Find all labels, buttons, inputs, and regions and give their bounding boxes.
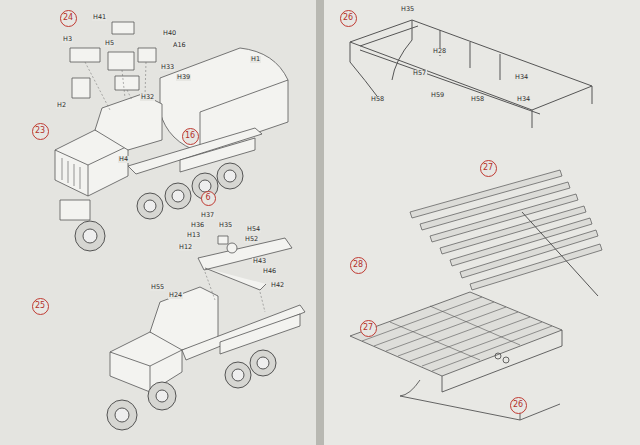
part-number: H58	[470, 96, 485, 103]
part-number: A16	[172, 42, 187, 49]
step-number-circle: 27	[480, 160, 497, 177]
step-number: 25	[35, 302, 45, 310]
part-number: H33	[160, 64, 175, 71]
part-number: H13	[186, 232, 201, 239]
part-number: H34	[514, 74, 529, 81]
step-number-circle: 16	[182, 128, 199, 145]
part-number: H58	[370, 96, 385, 103]
part-number: H55	[150, 284, 165, 291]
part-number: H52	[244, 236, 259, 243]
step-number: 16	[185, 132, 195, 140]
part-number: H59	[430, 92, 445, 99]
part-number: H3	[62, 36, 73, 43]
step-number-circle: 6	[201, 191, 216, 206]
step-number: 27	[363, 324, 373, 332]
part-number: H34	[516, 96, 531, 103]
step-number: 6	[205, 194, 210, 202]
step-number-circle: 27	[360, 320, 377, 337]
part-number: H37	[200, 212, 215, 219]
part-number: H54	[246, 226, 261, 233]
part-number: H28	[432, 48, 447, 55]
part-number: H2	[56, 102, 67, 109]
step-number: 26	[513, 401, 523, 409]
step-number-circle: 25	[32, 298, 49, 315]
part-number: H35	[218, 222, 233, 229]
step-number-circle: 26	[340, 10, 357, 27]
step-number: 28	[353, 261, 363, 269]
part-number: H41	[92, 14, 107, 21]
step-number-circle: 28	[350, 257, 367, 274]
step-number-circle: 23	[32, 123, 49, 140]
part-number: H35	[400, 6, 415, 13]
part-number: H24	[168, 292, 183, 299]
part-number: H57	[412, 70, 427, 77]
part-number: H39	[176, 74, 191, 81]
part-number: H36	[190, 222, 205, 229]
part-number: H43	[252, 258, 267, 265]
step-number-circle: 26	[510, 397, 527, 414]
part-number: H12	[178, 244, 193, 251]
part-number: H46	[262, 268, 277, 275]
part-number: H32	[140, 94, 155, 101]
step-number: 23	[35, 127, 45, 135]
step-number-circle: 24	[60, 10, 77, 27]
part-number: H42	[270, 282, 285, 289]
step-number: 27	[483, 164, 493, 172]
part-number: H4	[118, 156, 129, 163]
step-number: 24	[63, 14, 73, 22]
step-number: 26	[343, 14, 353, 22]
part-number: H5	[104, 40, 115, 47]
part-number: H40	[162, 30, 177, 37]
part-number: H1	[250, 56, 261, 63]
